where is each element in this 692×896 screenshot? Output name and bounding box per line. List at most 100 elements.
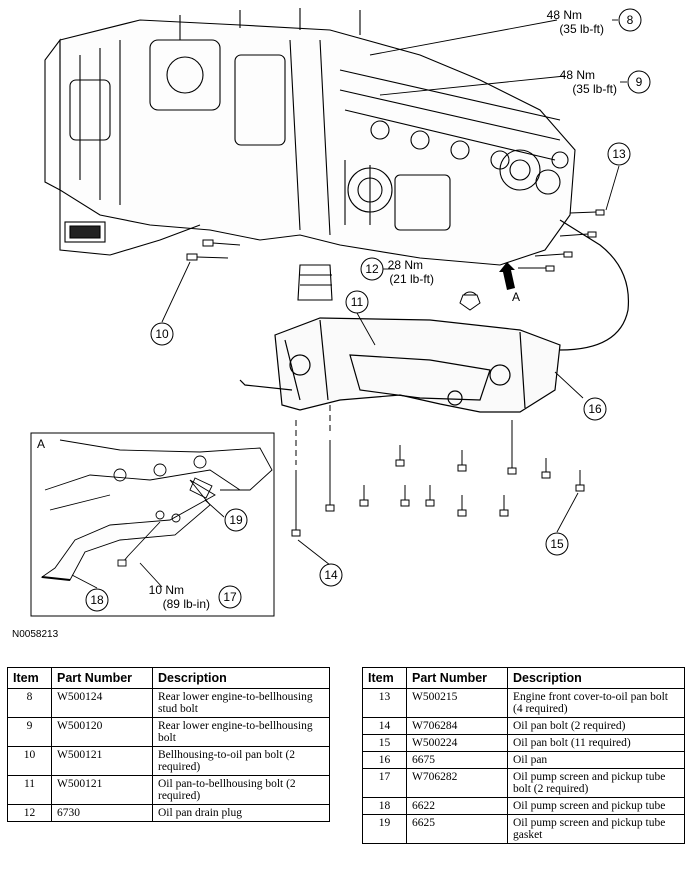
callout-13-number: 13 [612, 147, 626, 161]
pan-bolt [457, 450, 467, 472]
callout-17-number: 17 [223, 590, 237, 604]
callout-11-number: 11 [351, 295, 364, 309]
table-header-row: Item Part Number Description [7, 667, 330, 689]
pan-bolt [325, 440, 335, 512]
pan-bolt [359, 485, 369, 507]
pan-bolt [400, 485, 410, 507]
cell-desc: Bellhousing-to-oil pan bolt (2 required) [152, 746, 330, 776]
cell-desc: Oil pump screen and pickup tube [507, 797, 685, 815]
callout-circles [150, 8, 651, 587]
callout-19 [224, 508, 248, 532]
cell-part: 6622 [406, 797, 508, 815]
cell-desc: Rear lower engine-to-bellhousing bolt [152, 717, 330, 747]
callout-17 [218, 585, 242, 609]
pan-bolt [507, 420, 517, 475]
cell-part: W500224 [406, 734, 508, 752]
callout-14-number: 14 [324, 568, 338, 582]
cell-item: 15 [362, 734, 407, 752]
header-part-number: Part Number [51, 667, 153, 689]
cell-part: W706284 [406, 717, 508, 735]
cell-item: 14 [362, 717, 407, 735]
bolt-10-upper [186, 253, 229, 261]
cell-item: 18 [362, 797, 407, 815]
cell-item: 9 [7, 717, 52, 747]
callout-16 [583, 397, 607, 421]
cell-part: W500120 [51, 717, 153, 747]
table-header-row: Item Part Number Description [362, 667, 685, 689]
pan-bolt [499, 495, 509, 517]
callout-12-number: 12 [365, 262, 379, 276]
callout-8-number: 8 [627, 13, 634, 27]
callout-19-number: 19 [229, 513, 243, 527]
view-arrow-label: A [512, 290, 520, 304]
cell-desc: Oil pan [507, 751, 685, 769]
header-item: Item [7, 667, 52, 689]
callout-8-torque-nm: 48 Nm [547, 8, 582, 22]
cell-part: W500121 [51, 746, 153, 776]
bolt-13-b [559, 231, 597, 238]
cell-part: 6730 [51, 804, 153, 822]
pan-bolt [575, 470, 585, 492]
cell-desc: Rear lower engine-to-bellhousing stud bo… [152, 688, 330, 718]
cell-item: 17 [362, 768, 407, 798]
callout-9-torque-lbft: (35 lb-ft) [572, 82, 617, 96]
cell-desc: Oil pump screen and pickup tube bolt (2 … [507, 768, 685, 798]
pan-bolt [457, 495, 467, 517]
callout-18 [85, 588, 109, 612]
bolt-illustrations-lower [291, 405, 585, 537]
callout-13 [607, 142, 631, 166]
callout-17-torque-nm: 10 Nm [149, 583, 184, 597]
cell-item: 12 [7, 804, 52, 822]
cell-desc: Oil pan bolt (2 required) [507, 717, 685, 735]
exploded-view-drawing: 8 48 Nm (35 lb-ft) 9 48 Nm (35 lb-ft) 10… [30, 8, 651, 617]
callout-10-number: 10 [155, 327, 169, 341]
header-description: Description [152, 667, 330, 689]
callout-18-number: 18 [90, 593, 104, 607]
cell-item: 19 [362, 814, 407, 844]
header-description: Description [507, 667, 685, 689]
pan-bolt [425, 485, 435, 507]
cell-desc: Engine front cover-to-oil pan bolt (4 re… [507, 688, 685, 718]
bolt-13-d [518, 265, 555, 272]
cell-desc: Oil pan drain plug [152, 804, 330, 822]
header-part-number: Part Number [406, 667, 508, 689]
callout-8 [618, 8, 642, 32]
cell-item: 13 [362, 688, 407, 718]
callout-16-number: 16 [588, 402, 602, 416]
view-arrow-a: A [499, 262, 520, 304]
cell-item: 8 [7, 688, 52, 718]
cell-desc: Oil pump screen and pickup tube gasket [507, 814, 685, 844]
detail-a-label: A [37, 437, 45, 451]
cell-item: 16 [362, 751, 407, 769]
callout-10 [150, 322, 174, 346]
callout-17-torque-lbin: (89 lb-in) [163, 597, 210, 611]
cell-item: 11 [7, 775, 52, 805]
header-item: Item [362, 667, 407, 689]
cell-desc: Oil pan bolt (11 required) [507, 734, 685, 752]
bolt-illustrations-upper [186, 209, 605, 311]
callout-11 [345, 290, 369, 314]
pan-bolt [541, 458, 551, 479]
cell-part: W500121 [51, 775, 153, 805]
pan-bolt [395, 445, 405, 467]
cell-part: W706282 [406, 768, 508, 798]
cell-item: 10 [7, 746, 52, 776]
callout-15-number: 15 [550, 537, 564, 551]
figure-id: N0058213 [12, 629, 59, 640]
oil-pan-illustration [239, 219, 630, 413]
callout-9-number: 9 [636, 75, 643, 89]
callout-9-torque-nm: 48 Nm [560, 68, 595, 82]
callout-14 [319, 563, 343, 587]
cell-desc: Oil pan-to-bellhousing bolt (2 required) [152, 775, 330, 805]
callout-9 [627, 70, 651, 94]
cell-part: W500215 [406, 688, 508, 718]
